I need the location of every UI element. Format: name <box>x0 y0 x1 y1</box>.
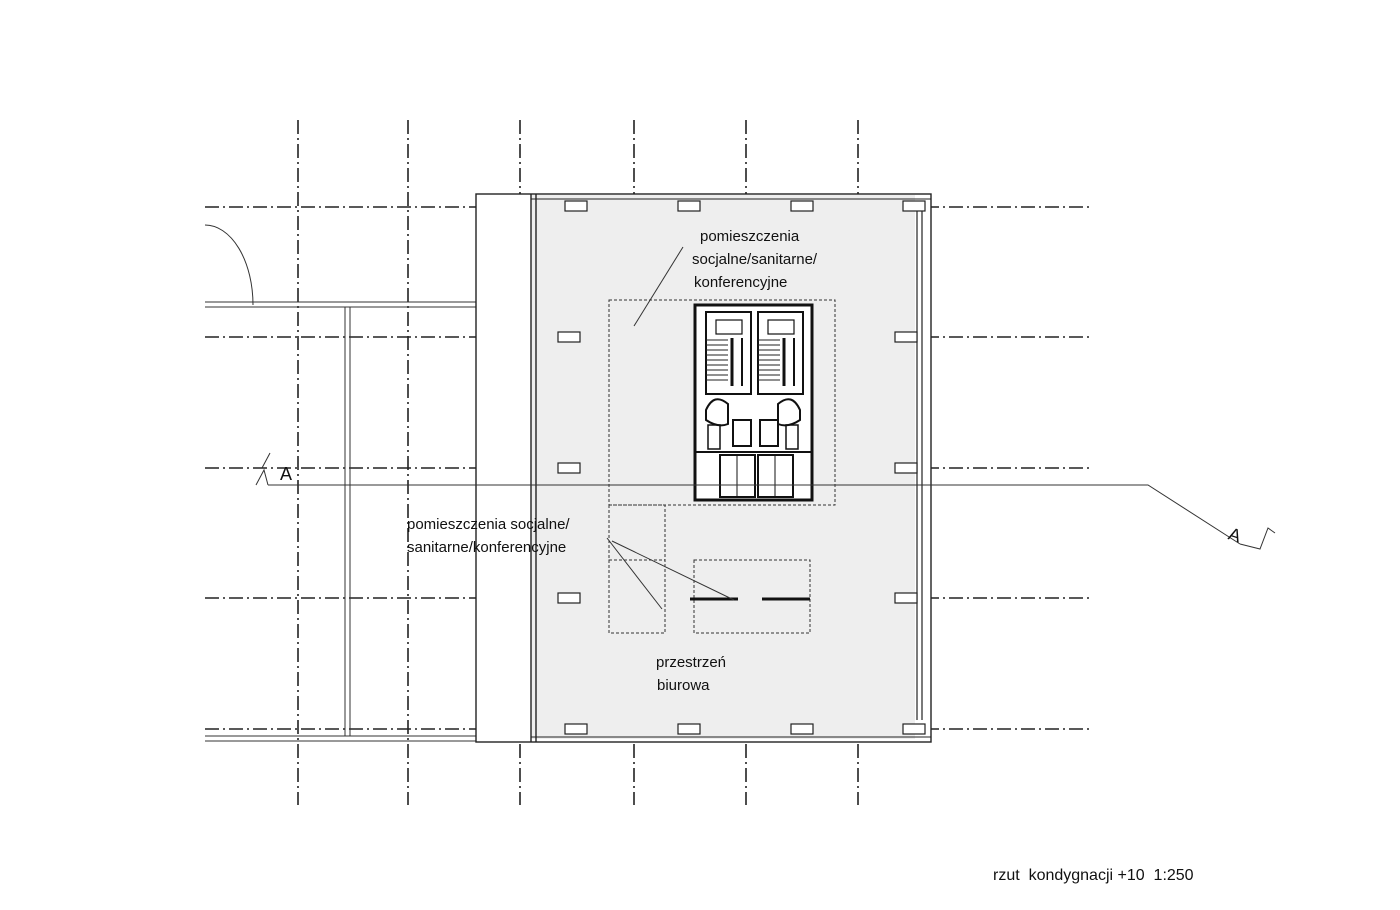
facade-columns <box>557 200 926 735</box>
leader-lines <box>606 246 735 610</box>
upper-room-label-line-2: socjalne/sanitarne/ <box>692 251 818 268</box>
adjacent-building <box>204 224 476 742</box>
section-line-a-a <box>255 452 1276 550</box>
lower-room-label-line-2: sanitarne/konferencyjne <box>407 539 566 556</box>
office-label-line-2: biurowa <box>657 677 710 694</box>
drawing-caption: rzut kondygnacji +10 1:250 <box>993 867 1194 884</box>
upper-room-label-line-1: pomieszczenia <box>700 228 800 245</box>
office-label-line-1: przestrzeń <box>656 654 726 671</box>
building-core <box>693 303 814 502</box>
dashed-zones <box>608 299 836 634</box>
lower-room-label-line-1: pomieszczenia socjalne/ <box>407 516 570 533</box>
upper-room-label-line-3: konferencyjne <box>694 274 787 291</box>
section-marker-left: A <box>280 464 292 484</box>
section-marker-right: A <box>1226 524 1244 547</box>
